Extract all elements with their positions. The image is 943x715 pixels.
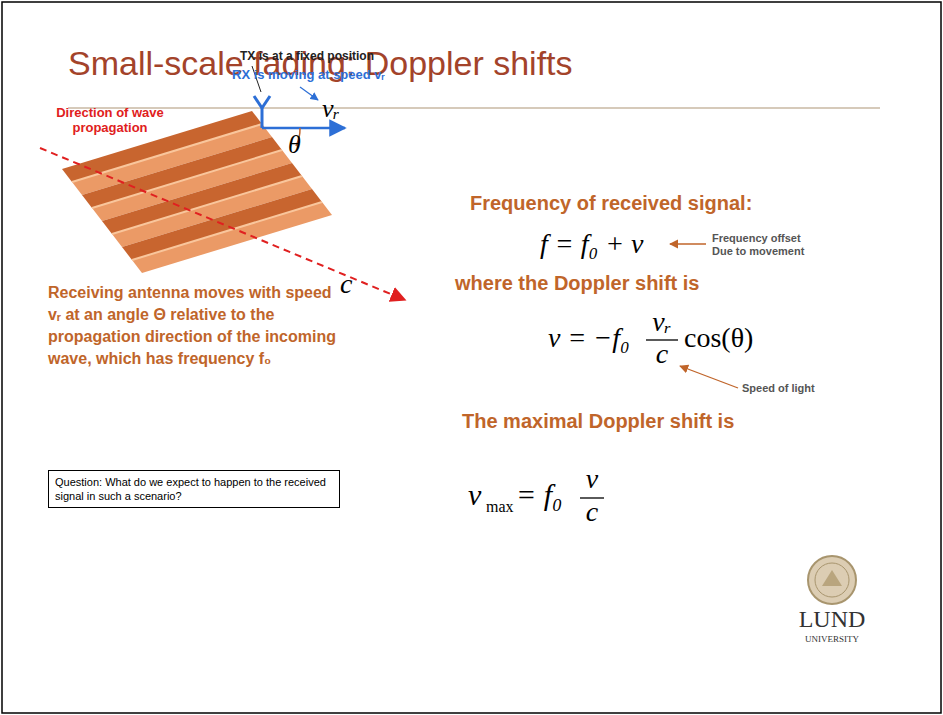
cosine-term: cos(θ) bbox=[684, 322, 753, 354]
velocity-arrow bbox=[262, 127, 345, 130]
angle-symbol: θ bbox=[288, 130, 301, 160]
fraction-denominator: c bbox=[656, 338, 668, 370]
university-seal bbox=[808, 556, 856, 604]
propagation-label: Direction of wave propagation bbox=[45, 106, 175, 136]
section-heading: Frequency of received signal: bbox=[470, 192, 752, 215]
subscript: max bbox=[486, 498, 514, 516]
propagation-line bbox=[40, 148, 405, 300]
max-shift-symbol: ν bbox=[468, 478, 481, 513]
speed-symbol: c bbox=[340, 268, 352, 300]
question-text: Question: What do we expect to happen to… bbox=[55, 475, 333, 503]
logo-wordmark: LUND bbox=[799, 606, 866, 634]
rx-leader bbox=[300, 87, 318, 100]
max-shift-equation: = f₀ bbox=[516, 478, 563, 513]
doppler-equation: ν = −f₀ bbox=[548, 322, 630, 354]
antenna-symbol bbox=[254, 96, 270, 128]
section-heading: The maximal Doppler shift is bbox=[462, 410, 734, 433]
question-box: Question: What do we expect to happen to… bbox=[48, 470, 340, 508]
speed-leader bbox=[680, 366, 738, 388]
tx-label: TX is at a fixed position bbox=[240, 50, 374, 64]
fraction-denominator: c bbox=[586, 496, 598, 528]
rx-label: RX is moving at speed vᵣ bbox=[232, 68, 385, 83]
logo-subtitle: UNIVERSITY bbox=[805, 634, 859, 644]
velocity-symbol: vᵣ bbox=[322, 94, 340, 124]
fraction-numerator: v bbox=[586, 463, 598, 495]
frequency-equation: f = f₀ + ν bbox=[540, 228, 644, 260]
offset-note: Frequency offset Due to movement bbox=[712, 232, 812, 258]
fraction-numerator: vᵣ bbox=[652, 306, 671, 338]
section-heading: where the Doppler shift is bbox=[455, 272, 699, 295]
title-rule bbox=[68, 107, 880, 109]
description-text: Receiving antenna moves with speed vᵣ at… bbox=[48, 282, 348, 370]
speed-note: Speed of light bbox=[742, 382, 815, 395]
offset-leader bbox=[670, 243, 706, 244]
wave-surface bbox=[62, 111, 332, 273]
